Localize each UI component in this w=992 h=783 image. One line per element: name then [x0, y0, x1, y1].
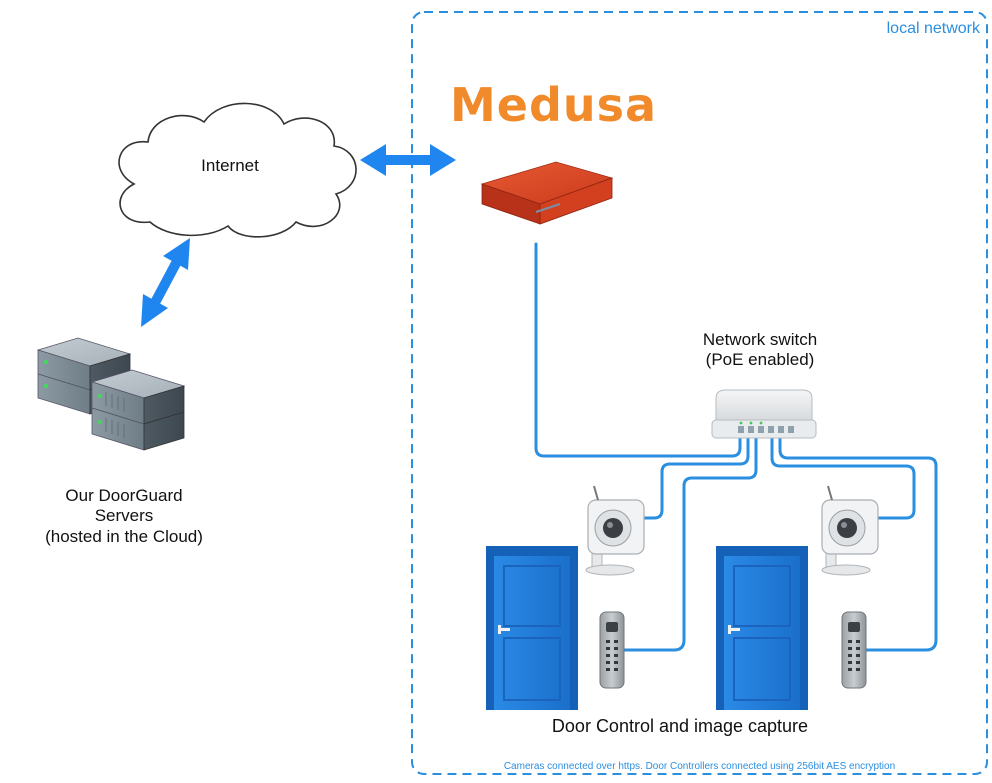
servers-label-line-1: Our DoorGuard [65, 486, 183, 505]
servers-internet-arrow [141, 238, 190, 327]
medusa-brand-logo: Medusa [450, 78, 658, 132]
servers-label-line-2: Servers [94, 506, 154, 526]
network-switch-label-line-2: (PoE enabled) [705, 350, 815, 370]
door-controller-left-icon [599, 611, 625, 689]
network-cables [534, 242, 938, 652]
door-right-icon [716, 546, 808, 710]
servers-label-line-3: (hosted in the Cloud) [45, 526, 203, 546]
network-switch-label-line-1: Network switch [702, 330, 818, 349]
local-network-label: local network [886, 20, 980, 37]
cable-switch-keypad-right [778, 434, 938, 652]
ip-camera-left-icon [585, 485, 645, 576]
encryption-footnote: Cameras connected over https. Door Contr… [503, 761, 896, 772]
local-network-boundary [411, 11, 988, 775]
cable-medusa-switch [534, 242, 742, 458]
cable-switch-keypad-left [622, 434, 758, 652]
medusa-device-icon [480, 161, 614, 225]
ip-camera-right-icon [821, 485, 879, 576]
servers-label: Our DoorGuard Servers (hosted in the Clo… [4, 486, 244, 547]
internet-cloud-icon [118, 102, 357, 238]
network-switch-icon [711, 389, 817, 439]
server-rack-icon [36, 337, 186, 451]
doors-caption: Door Control and image capture [551, 716, 809, 736]
door-controller-right-icon [841, 611, 867, 689]
network-switch-label: Network switch (PoE enabled) [660, 330, 860, 371]
internet-medusa-arrow [360, 144, 456, 176]
internet-label: Internet [201, 156, 259, 175]
cable-switch-camera-left [634, 434, 750, 520]
cable-switch-camera-right [770, 434, 916, 520]
door-left-icon [486, 546, 578, 710]
